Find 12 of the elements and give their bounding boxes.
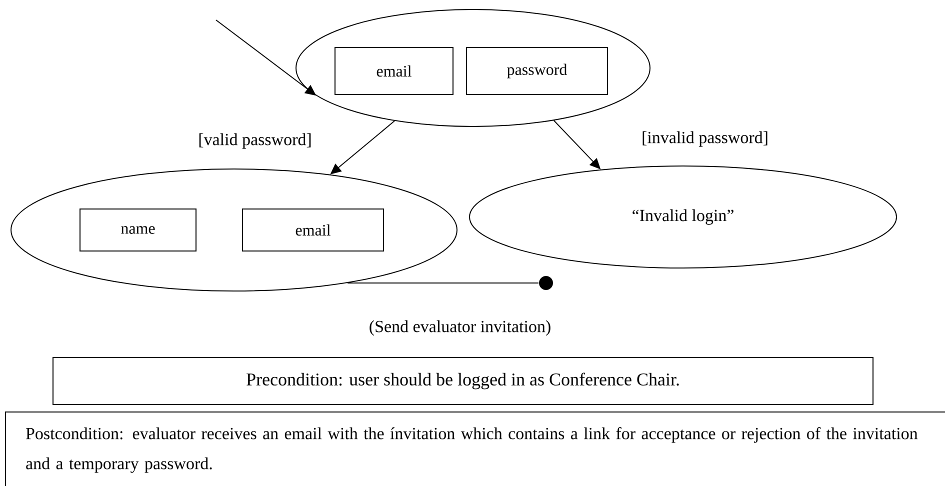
field-box: email xyxy=(242,208,384,252)
end-dot xyxy=(539,276,553,290)
field-box: password xyxy=(466,47,608,95)
field-box: email xyxy=(334,47,454,95)
note-box: Postcondition: evaluator receives an email with the ínvitation which contains a link for acceptance or rejection of the invitation and a temporary password. xyxy=(5,411,945,486)
edge-label: (Send evaluator invitation) xyxy=(368,319,552,337)
edge-label: [invalid password] xyxy=(640,130,770,148)
state-ellipse xyxy=(10,168,458,292)
state-ellipse xyxy=(296,9,650,127)
edge-label: [valid password] xyxy=(197,132,313,150)
note-box: Precondition: user should be logged in as Conference Chair. xyxy=(52,356,874,405)
field-box: name xyxy=(80,208,196,252)
